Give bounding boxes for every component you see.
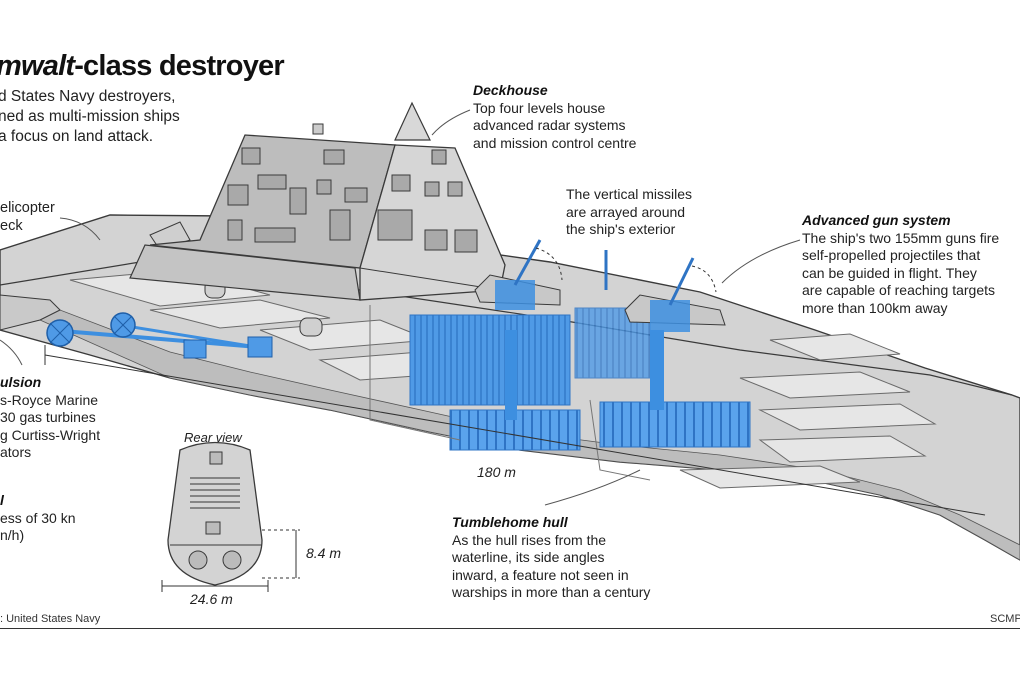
turbine-icon [110,312,136,338]
rear-view-dimension-lines [161,529,300,592]
callout-lines [0,109,801,506]
bottom-rule [0,628,1020,629]
rear-view-label: Rear view [184,430,242,445]
propeller-icon [46,319,74,347]
vertical-missile-cells [409,307,751,451]
source-note: : United States Navy [0,613,101,625]
title-suffix: -class destroyer [74,50,284,82]
page-title: mwalt-class destroyer [0,50,285,83]
length-label: 180 m [477,464,516,480]
width-label: 24.6 m [190,591,233,607]
credit-note: SCMP [990,613,1020,625]
speed-callout: l ess of 30 kn n/h) [0,492,76,543]
deckhouse-structure [129,101,506,301]
tumblehome-hull-heading: Tumblehome hull [452,514,568,530]
length-dimension-line [44,345,986,516]
propulsion-system [46,312,273,359]
height-label: 8.4 m [306,545,342,561]
intro-line: a focus on land attack. [0,128,154,145]
speed-heading: l [0,492,4,508]
intro-line: d States Navy destroyers, [0,88,176,105]
rear-view-drawing [167,441,263,586]
gun-system-callout: Advanced gun system The ship's two 155mm… [802,212,1000,316]
missiles-callout: The vertical missiles are arrayed around… [566,186,693,237]
propulsion-callout: ulsion s-Royce Marine 30 gas turbines g … [0,374,101,460]
deckhouse-callout: Deckhouse Top four levels house advanced… [473,82,637,151]
intro-line: ned as multi-mission ships [0,108,180,125]
intro-text: d States Navy destroyers, ned as multi-m… [0,87,248,147]
tumblehome-hull-callout: Tumblehome hull As the hull rises from t… [452,514,651,600]
propulsion-heading: ulsion [0,374,42,390]
advanced-gun-system [474,239,726,332]
deckhouse-heading: Deckhouse [473,82,548,98]
hatch [299,317,323,337]
gun-system-heading: Advanced gun system [802,212,951,228]
helicopter-deck-label: elicopter eck [0,200,55,234]
title-class-name: mwalt [0,50,75,82]
